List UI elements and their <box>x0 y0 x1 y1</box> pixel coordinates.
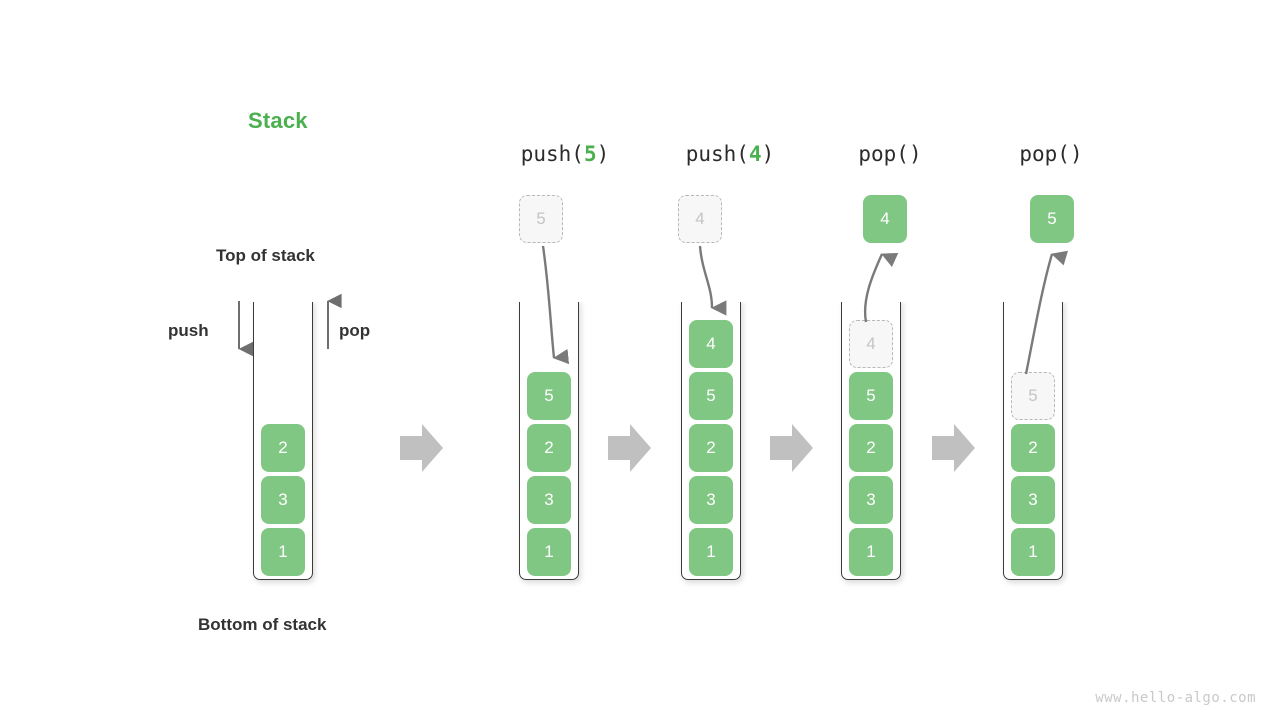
column-header-pop-1: pop() <box>830 142 950 166</box>
stack-box: 2 <box>689 424 733 472</box>
stack-box: 2 <box>1011 424 1055 472</box>
header-suffix: ) <box>761 142 775 166</box>
stack-container-initial <box>248 292 318 580</box>
stack-box: 1 <box>689 528 733 576</box>
column-header-push-4: push(4) <box>670 142 790 166</box>
transition-arrow <box>932 424 975 472</box>
stack-box: 2 <box>261 424 305 472</box>
header-prefix: pop( <box>1019 142 1070 166</box>
stack-box: 1 <box>261 528 305 576</box>
stack-box: 3 <box>527 476 571 524</box>
stack-box: 1 <box>1011 528 1055 576</box>
header-prefix: pop( <box>858 142 909 166</box>
label-pop: pop <box>339 321 371 340</box>
stack-box: 2 <box>849 424 893 472</box>
transition-arrow <box>770 424 813 472</box>
header-prefix: push( <box>685 142 749 166</box>
stack-box: 5 <box>527 372 571 420</box>
popped-box: 4 <box>863 195 907 243</box>
header-suffix: ) <box>1069 142 1083 166</box>
header-arg: 4 <box>748 142 762 166</box>
ghost-box-removed: 4 <box>849 320 893 368</box>
popped-box: 5 <box>1030 195 1074 243</box>
ghost-box-incoming: 4 <box>678 195 722 243</box>
page-title: Stack <box>248 108 308 133</box>
stack-box: 3 <box>849 476 893 524</box>
label-top-of-stack: Top of stack <box>216 246 315 265</box>
header-arg: 5 <box>583 142 597 166</box>
header-suffix: ) <box>596 142 610 166</box>
label-bottom-of-stack: Bottom of stack <box>198 615 327 634</box>
column-header-push-5: push(5) <box>505 142 625 166</box>
stack-box: 5 <box>689 372 733 420</box>
column-header-pop-2: pop() <box>991 142 1111 166</box>
stack-walls <box>248 292 318 580</box>
ghost-box-removed: 5 <box>1011 372 1055 420</box>
stack-box: 5 <box>849 372 893 420</box>
header-suffix: ) <box>908 142 922 166</box>
ghost-box-incoming: 5 <box>519 195 563 243</box>
header-prefix: push( <box>520 142 584 166</box>
transition-arrow <box>608 424 651 472</box>
transition-arrow <box>400 424 443 472</box>
stack-box: 3 <box>261 476 305 524</box>
label-push: push <box>168 321 209 340</box>
stack-box: 1 <box>527 528 571 576</box>
stack-box: 3 <box>1011 476 1055 524</box>
stack-box: 2 <box>527 424 571 472</box>
stack-box: 3 <box>689 476 733 524</box>
watermark: www.hello-algo.com <box>1095 690 1256 706</box>
stack-box: 4 <box>689 320 733 368</box>
stack-box: 1 <box>849 528 893 576</box>
